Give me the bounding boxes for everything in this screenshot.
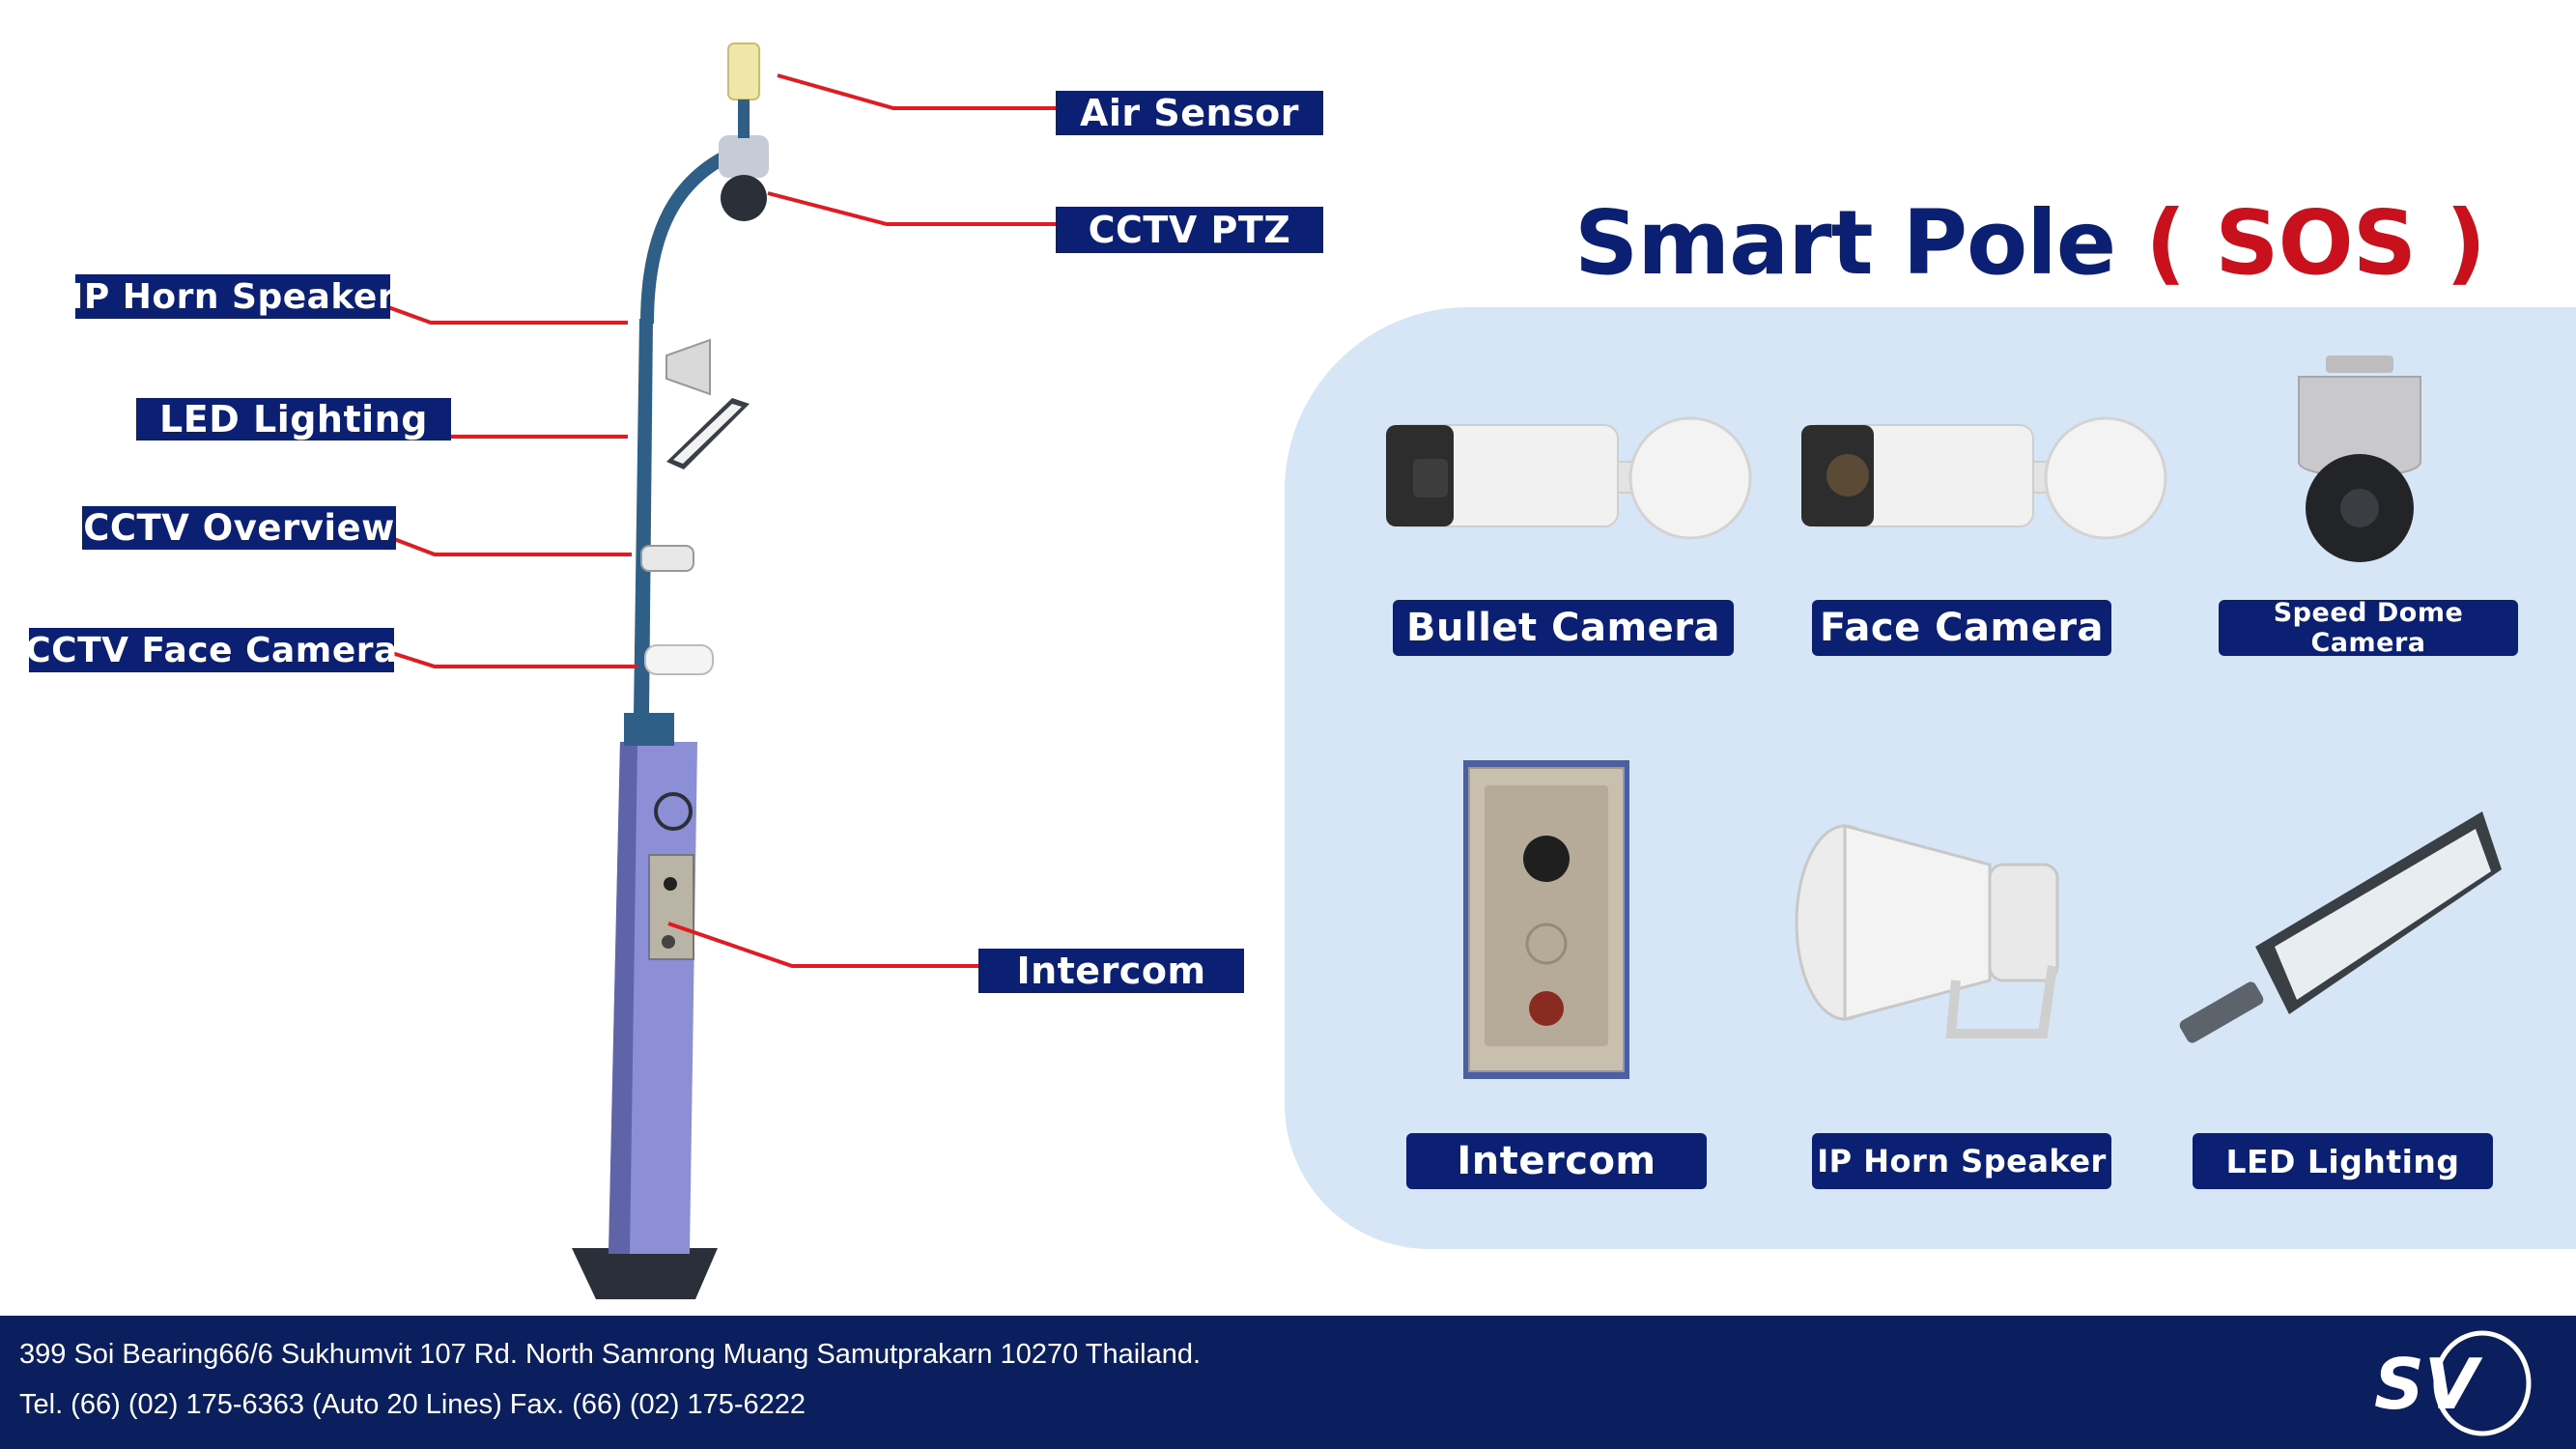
intercom-panel-icon — [1463, 760, 1629, 1079]
callout-line-cctv-overview — [393, 537, 632, 556]
callout-ip-horn-speaker: IP Horn Speaker — [71, 274, 395, 319]
footer-contact: Tel. (66) (02) 175-6363 (Auto 20 Lines) … — [19, 1389, 807, 1420]
product-label-speed-dome-camera: Speed Dome Camera — [2219, 598, 2518, 658]
callout-line-ip-horn — [387, 305, 628, 325]
callout-cctv-ptz: CCTV PTZ — [1056, 207, 1323, 253]
callout-cctv-face-camera: CCTV Face Camera — [25, 628, 397, 672]
ptz-housing — [719, 135, 769, 178]
title-main: Smart Pole — [1574, 191, 2116, 295]
title-close-paren: ) — [2446, 191, 2486, 295]
title-open-paren: ( — [2145, 191, 2186, 295]
pole-arm — [640, 146, 737, 325]
speed-dome-camera-icon — [2298, 355, 2421, 562]
pole-cabinet-side — [609, 742, 637, 1254]
title-highlight: SOS — [2215, 191, 2417, 295]
callout-air-sensor: Air Sensor — [1056, 91, 1323, 135]
pole-base-plate — [572, 1248, 718, 1299]
face-camera-icon — [1801, 416, 2167, 540]
pole-horn-speaker — [665, 338, 711, 396]
pole-face-camera — [644, 644, 714, 675]
horn-speaker-icon — [1795, 824, 2059, 1038]
ptz-dome — [721, 175, 767, 221]
page-title: Smart Pole ( SOS ) — [1574, 191, 2486, 295]
pole-cabinet-top — [624, 713, 674, 746]
callout-intercom: Intercom — [978, 949, 1244, 993]
product-label-intercom: Intercom — [1406, 1133, 1707, 1189]
pole-led-light-lens — [673, 404, 742, 464]
footer: 399 Soi Bearing66/6 Sukhumvit 107 Rd. No… — [0, 1316, 2576, 1449]
pole-shaft — [634, 319, 653, 715]
callout-line-air-sensor — [777, 73, 1058, 110]
cabinet-logo-icon — [654, 792, 693, 831]
callout-led-lighting: LED Lighting — [136, 398, 451, 440]
footer-address: 399 Soi Bearing66/6 Sukhumvit 107 Rd. No… — [19, 1339, 1202, 1370]
callout-line-face-camera — [391, 651, 637, 668]
product-label-bullet-camera: Bullet Camera — [1393, 600, 1734, 656]
callout-line-intercom — [667, 922, 980, 968]
speed-dome-label-line2: Camera — [2310, 628, 2426, 658]
callout-cctv-overview: CCTV Overview — [82, 506, 396, 550]
product-label-led-lighting: LED Lighting — [2193, 1133, 2493, 1189]
pole-overview-camera — [640, 545, 694, 572]
product-label-face-camera: Face Camera — [1812, 600, 2111, 656]
speed-dome-label-line1: Speed Dome — [2273, 598, 2464, 628]
sv-logo-icon: SV — [2374, 1330, 2532, 1436]
sv-logo-text: SV — [2374, 1344, 2483, 1425]
callout-line-cctv-ptz — [767, 191, 1058, 226]
bullet-camera-icon — [1386, 416, 1752, 540]
cabinet-intercom-button — [662, 935, 675, 949]
product-label-ip-horn-speaker: IP Horn Speaker — [1812, 1133, 2111, 1189]
air-sensor-body — [727, 43, 760, 100]
cabinet-intercom-camera — [664, 877, 677, 891]
smart-pole-illustration — [387, 43, 1058, 1299]
led-street-light-icon — [2179, 811, 2502, 1043]
air-sensor-stem — [738, 99, 750, 138]
